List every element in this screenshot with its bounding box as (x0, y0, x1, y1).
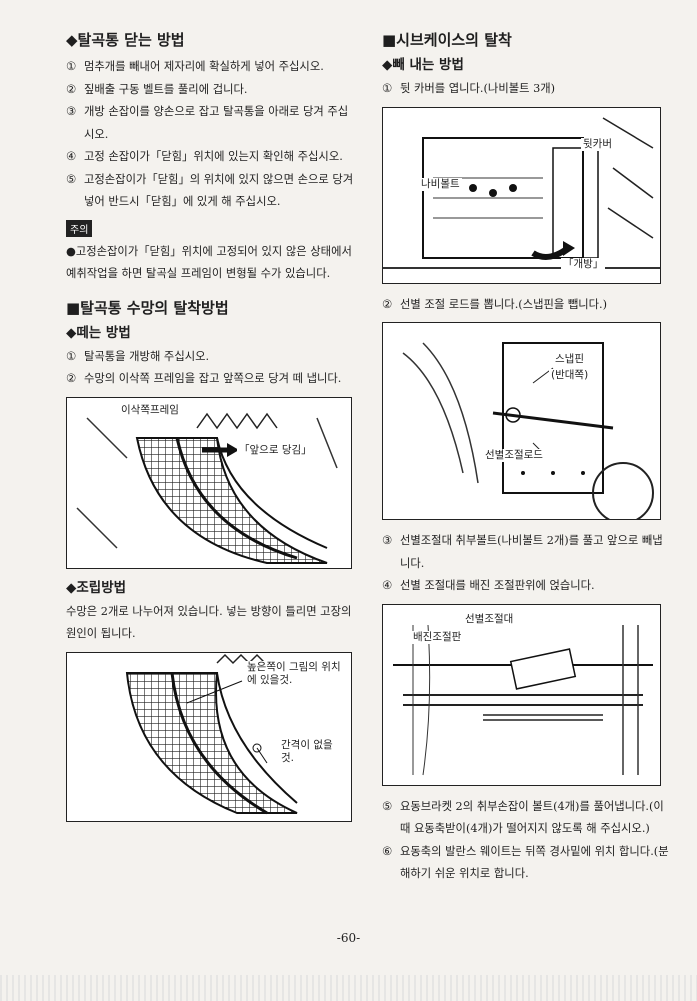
step-number: ② (66, 82, 77, 96)
step-number: ⑤ (66, 172, 77, 186)
figure-selection-rod: 스냅핀 (반대쪽) 선별조절로드 (382, 322, 661, 520)
step-item: ② 선별 조절 로드를 뽑니다.(스냅핀을 뺍니다.) (382, 294, 672, 317)
figure-label: 높은쪽이 그림의 위치에 있을것. (245, 660, 343, 687)
step-item: ② 짚배출 구동 벨트를 풀리에 겁니다. (66, 79, 356, 102)
step-item: ④ 선별 조절대를 배진 조절판위에 얹습니다. (382, 575, 672, 598)
selection-plate-illustration (393, 624, 653, 775)
step-number: ④ (382, 579, 393, 592)
step-text: 개방 손잡이를 양손으로 잡고 탈곡통을 아래로 당겨 주십시오. (84, 105, 349, 141)
step-number: ⑤ (382, 799, 393, 813)
step-text: 짚배출 구동 벨트를 풀리에 겁니다. (84, 82, 248, 96)
step-text: 요동브라켓 2의 취부손잡이 볼트(4개)를 풀어냅니다.(이때 요동축받이(4… (400, 799, 664, 836)
close-drum-steps: ① 멈추개를 빼내어 제자리에 확실하게 넣어 주십시오. ② 짚배출 구동 벨트를… (66, 56, 356, 214)
figure-label: 「개방」 (561, 257, 606, 271)
rear-cover-illustration (383, 116, 660, 269)
figure-selection-plate: 선별조절대 배진조절판 (382, 603, 661, 786)
step-text: 고정 손잡이가「닫힘」위치에 있는지 확인해 주십시오. (84, 150, 343, 163)
figure-label: 뒷카버 (581, 137, 614, 151)
figure-label: 「앞으로 당김」 (237, 443, 314, 457)
step-text: 뒷 카버를 엽니다.(나비볼트 3개) (400, 82, 556, 95)
step-item: ⑤ 고정손잡이가「닫힘」의 위치에 있지 않으면 손으로 당겨 넣어 반드시「닫힘… (66, 169, 356, 214)
step-text: 요동축의 발란스 웨이트는 뒤쪽 경사밑에 위치 합니다.(분해하기 쉬운 위치… (400, 844, 669, 881)
scan-edge (0, 975, 697, 1001)
figure-label: 선별조절로드 (483, 449, 545, 462)
figure-label: 선별조절대 (463, 612, 516, 626)
section-title-sieve-case: ■시브케이스의 탈착 (382, 31, 512, 49)
figure-screen-removal: 이삭쪽프레임 「앞으로 당김」 (66, 396, 352, 569)
step-text: 선별조절대 취부볼트(나비볼트 2개)를 풀고 앞으로 빼냅니다. (400, 534, 663, 570)
step-item: ① 멈추개를 빼내어 제자리에 확실하게 넣어 주십시오. (66, 56, 356, 79)
subtitle-remove: ◆떼는 방법 (66, 324, 131, 341)
step-number: ③ (382, 534, 393, 547)
section-title-close-drum: ◆탈곡통 닫는 방법 (66, 31, 185, 49)
step-text: 탈곡통을 개방해 주십시오. (84, 349, 210, 363)
step-number: ② (66, 372, 77, 385)
figure-label: 이삭쪽프레임 (119, 403, 181, 417)
step-item: ① 뒷 카버를 엽니다.(나비볼트 3개) (382, 78, 672, 101)
step-item: ② 수망의 이삭쪽 프레임을 잡고 앞쪽으로 당겨 떼 냅니다. (66, 368, 356, 391)
selection-rod-illustration (402, 342, 654, 519)
step-number: ⑥ (382, 844, 393, 858)
screen-assembly-illustration (125, 653, 298, 814)
step-number: ③ (66, 105, 77, 118)
subtitle-assembly: ◆조립방법 (66, 579, 127, 596)
left-column: ◆탈곡통 닫는 방법 ① 멈추개를 빼내어 제자리에 확실하게 넣어 주십시오. … (66, 30, 356, 832)
step-item: ④ 고정 손잡이가「닫힘」위치에 있는지 확인해 주십시오. (66, 146, 356, 169)
subtitle-remove-sieve: ◆빼 내는 방법 (382, 57, 464, 73)
step-text: 고정손잡이가「닫힘」의 위치에 있지 않으면 손으로 당겨 넣어 반드시「닫힘」… (84, 172, 354, 209)
right-column: ■시브케이스의 탈착 ◆빼 내는 방법 ① 뒷 카버를 엽니다.(나비볼트 3개)… (382, 30, 672, 886)
step-number: ④ (66, 150, 77, 163)
figure-rear-cover: 뒷카버 나비볼트 「개방」 (382, 106, 661, 284)
step-text: 수망의 이삭쪽 프레임을 잡고 앞쪽으로 당겨 떼 냅니다. (84, 372, 342, 385)
page-number: -60- (336, 931, 361, 945)
figure-label: 스냅핀 (553, 353, 586, 366)
caution-text: ●고정손잡이가「닫힘」위치에 고정되어 있지 않은 상태에서 예취작업을 하면 … (66, 244, 352, 281)
figure-label: (반대쪽) (549, 369, 591, 382)
figure-label: 배진조절판 (411, 630, 464, 644)
step-item: ⑤ 요동브라켓 2의 취부손잡이 볼트(4개)를 풀어냅니다.(이때 요동축받이(… (382, 796, 672, 841)
step-text: 멈추개를 빼내어 제자리에 확실하게 넣어 주십시오. (84, 60, 324, 73)
step-item: ① 탈곡통을 개방해 주십시오. (66, 346, 356, 369)
step-number: ① (382, 82, 393, 95)
step-text: 선별 조절 로드를 뽑니다.(스냅핀을 뺍니다.) (400, 297, 608, 311)
step-item: ③ 선별조절대 취부볼트(나비볼트 2개)를 풀고 앞으로 빼냅니다. (382, 530, 672, 575)
step-text: 선별 조절대를 배진 조절판위에 얹습니다. (400, 579, 595, 592)
screen-removal-illustration (76, 412, 338, 564)
assembly-text: 수망은 2개로 나누어져 있습니다. 넣는 방향이 틀리면 고장의 원인이 됩니… (66, 604, 352, 641)
figure-screen-assembly: 높은쪽이 그림의 위치에 있을것. 간격이 없을것. (66, 651, 352, 822)
step-number: ② (382, 297, 393, 311)
caution-badge: 주의 (66, 219, 93, 237)
step-item: ⑥ 요동축의 발란스 웨이트는 뒤쪽 경사밑에 위치 합니다.(분해하기 쉬운 위… (382, 841, 672, 886)
figure-label: 나비볼트 (419, 177, 462, 191)
step-number: ① (66, 349, 77, 363)
section-title-screen: ■탈곡통 수망의 탈착방법 (66, 298, 229, 317)
step-number: ① (66, 60, 77, 73)
figure-label: 간격이 없을것. (279, 738, 335, 765)
step-item: ③ 개방 손잡이를 양손으로 잡고 탈곡통을 아래로 당겨 주십시오. (66, 101, 356, 146)
